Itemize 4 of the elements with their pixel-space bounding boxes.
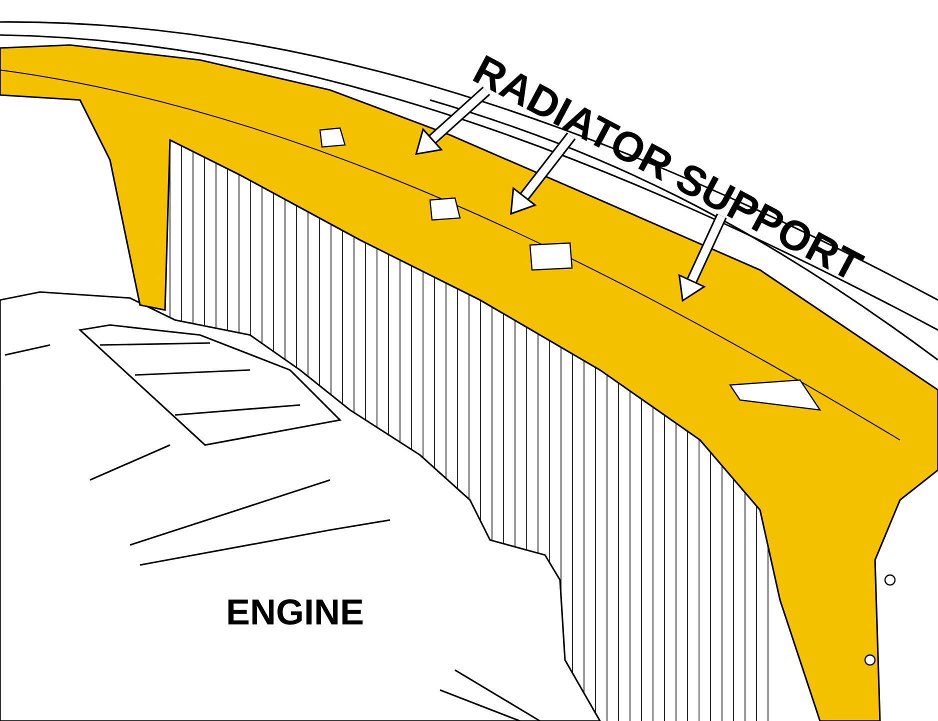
engine-label: ENGINE: [228, 599, 363, 625]
radiator-support-drawing: [0, 44, 938, 721]
arrow: [510, 132, 576, 215]
arrow: [415, 86, 490, 155]
